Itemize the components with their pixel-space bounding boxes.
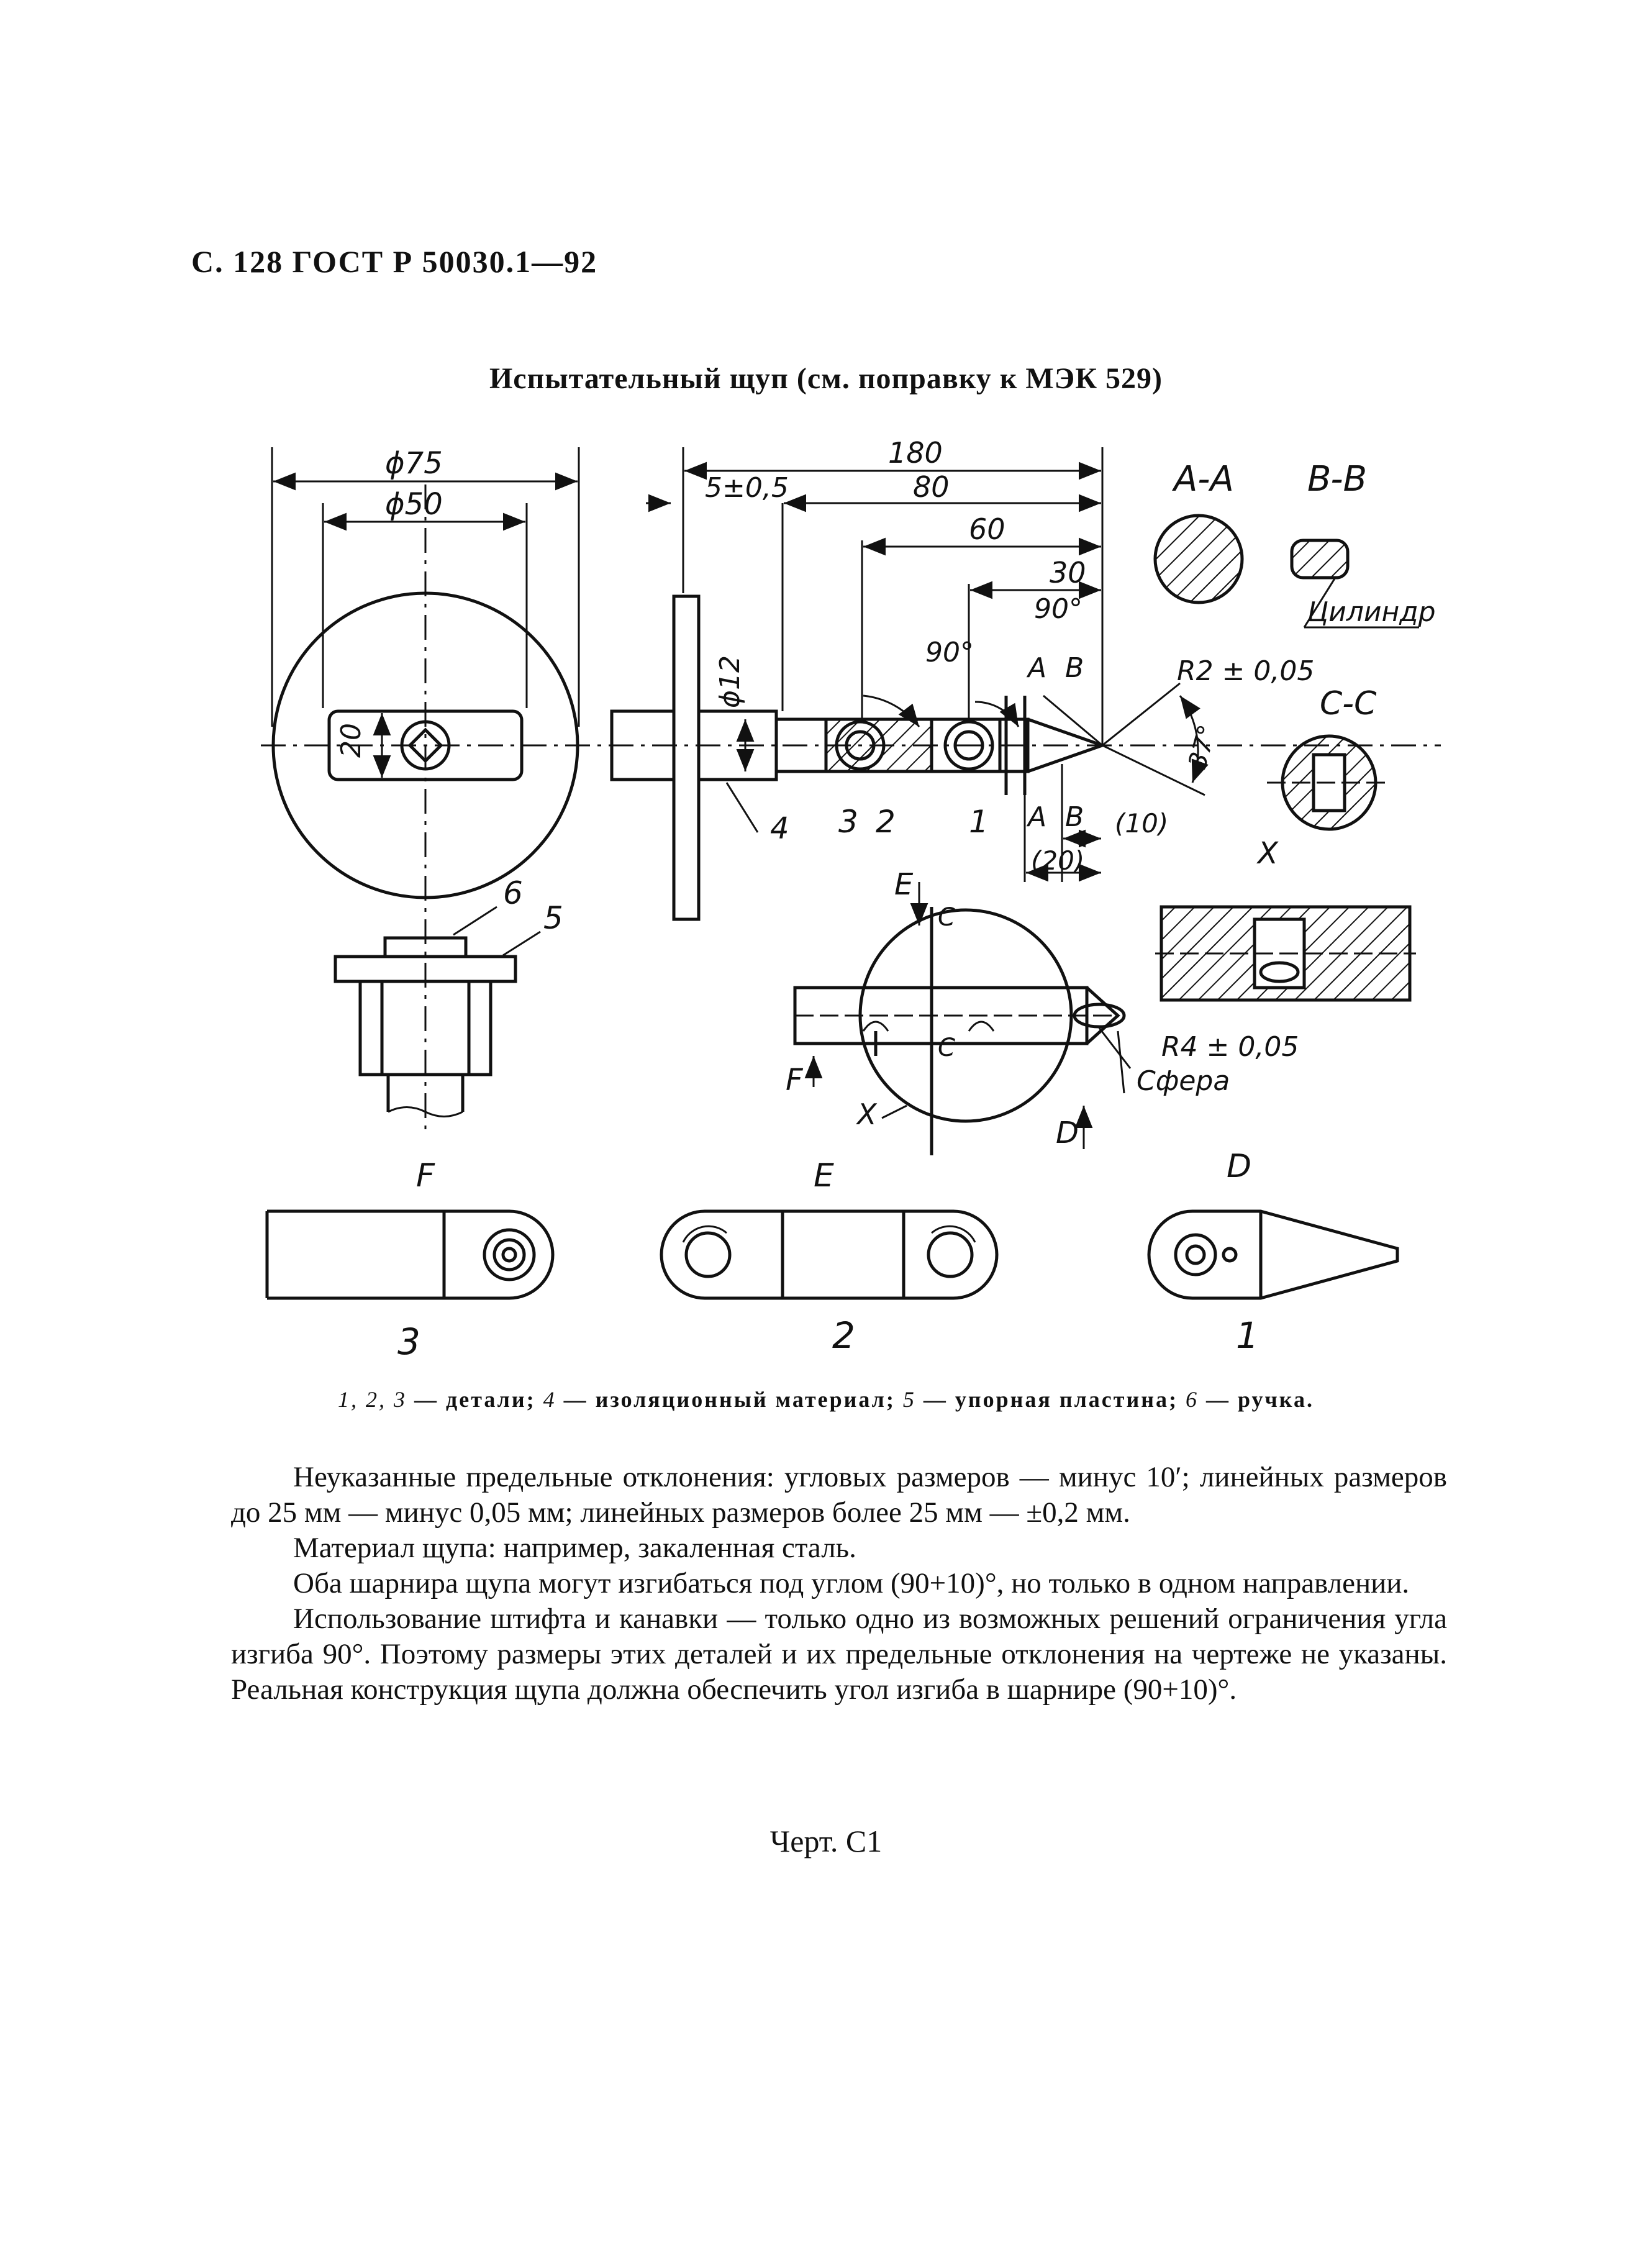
dim-phi12: ϕ12	[714, 655, 746, 708]
page-header: С. 128 ГОСТ Р 50030.1—92	[191, 244, 598, 279]
dim-5: 5±0,5	[705, 472, 789, 504]
dim-37-deg: 37°	[1183, 722, 1222, 771]
figure-title: Испытательный щуп (см. поправку к МЭК 52…	[489, 362, 1163, 395]
dim-phi50: ϕ50	[385, 487, 443, 522]
view-f	[265, 1209, 555, 1300]
section-c-bottom: C	[938, 1034, 955, 1062]
note-tolerances: Неуказанные предельные отклонения: углов…	[231, 1461, 1447, 1529]
legend-insulation-text: — изоляционный материал;	[556, 1387, 903, 1412]
view-e-title: E	[814, 1157, 834, 1194]
legend-plate-text: — упорная пластина;	[915, 1387, 1186, 1412]
part-5-callout: 5	[543, 900, 563, 936]
legend-insulation-number: 4	[543, 1387, 556, 1412]
dim-20-paren: (20)	[1031, 845, 1084, 876]
notes-block: Неуказанные предельные отклонения: углов…	[231, 1460, 1447, 1708]
note-hinges: Оба шарнира щупа могут изгибаться под уг…	[293, 1567, 1410, 1599]
view-e-arrow-label: E	[894, 867, 914, 902]
dim-80: 80	[913, 470, 950, 504]
view-d-arrow-label: D	[1056, 1116, 1079, 1150]
side-view	[334, 906, 541, 1117]
front-view	[261, 447, 1441, 1130]
dim-90-deg-left: 90°	[925, 637, 974, 668]
legend-handle-text: — ручка.	[1198, 1387, 1314, 1412]
figure-caption: Черт. С1	[769, 1824, 883, 1858]
dim-r4: R4 ± 0,05	[1161, 1031, 1299, 1063]
sections	[1153, 514, 1419, 831]
part-2-callout: 2	[876, 804, 896, 840]
part-2-label: 2	[832, 1314, 855, 1357]
part-3-callout: 3	[838, 804, 858, 840]
dim-30: 30	[1050, 556, 1086, 589]
note-pin-groove: Использование штифта и канавки — только …	[231, 1603, 1447, 1706]
view-e	[660, 1209, 999, 1300]
dim-20: 20	[335, 723, 367, 758]
view-d-title: D	[1227, 1148, 1251, 1185]
part-6-callout: 6	[503, 875, 523, 911]
figure-legend: 1, 2, 3 — детали; 4 — изоляционный матер…	[0, 1386, 1652, 1412]
dim-90-deg-right: 90°	[1034, 593, 1082, 625]
note-material: Материал щупа: например, закаленная стал…	[293, 1532, 856, 1564]
dim-r2: R2 ± 0,05	[1177, 655, 1314, 687]
dim-180: 180	[888, 436, 943, 470]
probe-top-view	[793, 882, 1132, 1155]
sphere-label: Сфера	[1137, 1065, 1230, 1097]
probe-side-view	[610, 447, 1209, 921]
view-d	[1147, 1209, 1399, 1300]
view-f-arrow-label: F	[786, 1063, 804, 1098]
legend-plate-number: 5	[902, 1387, 916, 1412]
section-b-bottom: B	[1065, 801, 1084, 833]
part-1-callout: 1	[969, 804, 989, 840]
technical-drawing: ϕ75 ϕ50 20 180 5±0,5 80 60 30 90° 90° ϕ1…	[261, 436, 1441, 1363]
detail-x-title: X	[1256, 836, 1279, 871]
dim-10: (10)	[1115, 808, 1168, 839]
detail-x	[1155, 905, 1416, 1002]
legend-parts-text: — детали;	[407, 1387, 543, 1412]
view-x-label: X	[856, 1098, 878, 1131]
dim-60: 60	[969, 512, 1005, 546]
part-3-label: 3	[397, 1321, 420, 1363]
section-bb-label: B-B	[1307, 459, 1367, 499]
cylinder-label: Цилиндр	[1307, 596, 1436, 628]
section-a-bottom: A	[1026, 801, 1046, 833]
legend-parts-numbers: 1, 2, 3	[338, 1387, 407, 1412]
section-c-top: C	[938, 903, 955, 932]
section-a-top: A	[1026, 652, 1046, 684]
section-b-top: B	[1065, 652, 1084, 684]
legend-handle-number: 6	[1185, 1387, 1199, 1412]
part-1-label: 1	[1236, 1314, 1259, 1357]
section-cc-label: C-C	[1320, 685, 1377, 722]
view-f-title: F	[416, 1157, 435, 1194]
section-aa-label: A-A	[1172, 459, 1234, 499]
part-4-callout: 4	[770, 811, 789, 846]
dim-phi75: ϕ75	[385, 446, 443, 481]
